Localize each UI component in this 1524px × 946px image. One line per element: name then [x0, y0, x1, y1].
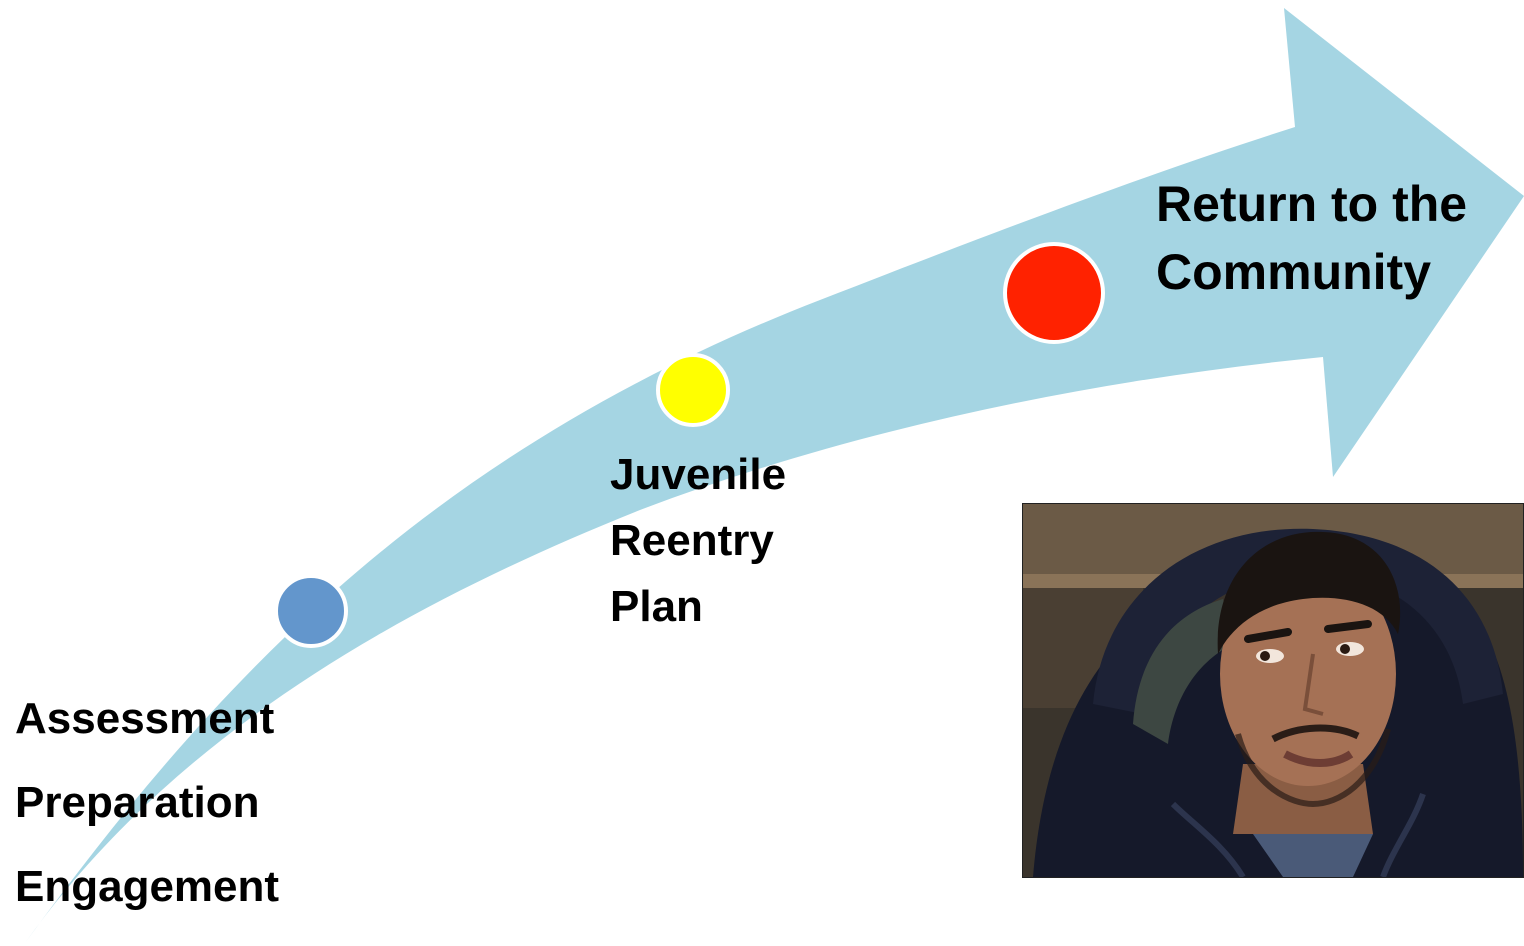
stage-dot-middle	[656, 353, 730, 427]
stage-label-end: Return to the Community	[1156, 170, 1467, 306]
stage-label-start: Assessment Preparation Engagement	[15, 677, 279, 929]
portrait-photo	[1022, 503, 1524, 878]
stage-start-line-2: Preparation	[15, 778, 260, 827]
stage-start-line-3: Engagement	[15, 862, 280, 911]
curved-arrow-shape	[25, 8, 1524, 943]
stage-end-line-1: Return to the	[1156, 176, 1468, 232]
stage-label-middle: Juvenile Reentry Plan	[610, 442, 786, 640]
stage-middle-line-3: Plan	[610, 582, 703, 631]
stage-start-line-1: Assessment	[15, 694, 275, 743]
stage-dot-start	[274, 574, 348, 648]
stage-dot-end	[1003, 242, 1105, 344]
stage-middle-line-1: Juvenile	[610, 450, 787, 499]
stage-end-line-2: Community	[1156, 244, 1431, 300]
stage-middle-line-2: Reentry	[610, 516, 774, 565]
portrait-illustration	[1023, 504, 1523, 877]
